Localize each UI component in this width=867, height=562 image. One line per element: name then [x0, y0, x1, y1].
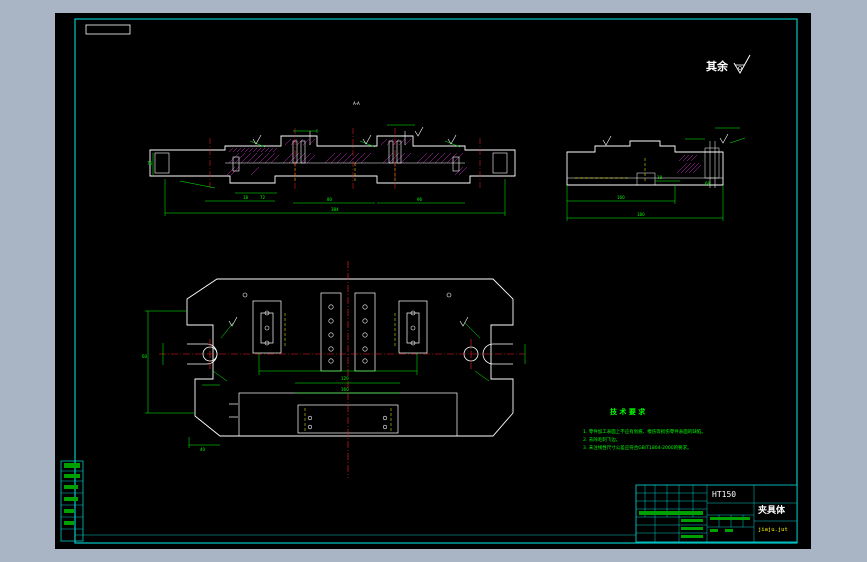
- side-roughness-symbols: [602, 133, 729, 146]
- plan-dim-4: 40: [200, 447, 206, 452]
- plan-centerlines: [159, 261, 525, 478]
- plan-holes: [242, 292, 452, 430]
- tech-req-item-1: 1. 零件加工表面上不应有划痕、擦伤等损伤零件表面的缺陷。: [583, 428, 706, 435]
- plan-recess: [229, 392, 458, 437]
- tech-req-item-2: 2. 去除毛刺飞边。: [583, 436, 620, 443]
- surface-note-text: 其余: [706, 59, 729, 73]
- title-block: HT150 夹具体 jiaju.jut: [635, 484, 798, 543]
- title-block-fill-marks: [639, 511, 750, 538]
- plan-dim-3: 60: [142, 354, 148, 359]
- section-label: A-A: [353, 101, 360, 106]
- dim-mid-b: 96: [417, 197, 423, 202]
- side-dim-inner-width: 160: [617, 195, 625, 200]
- dim-side-height: 76: [147, 161, 153, 166]
- side-dimension-lines: [566, 127, 746, 221]
- dim-small-left: 72: [260, 195, 266, 200]
- plan-dimension-lines: [145, 310, 526, 448]
- side-dim-height: 68: [705, 181, 711, 186]
- plan-outline: [186, 278, 514, 437]
- section-dimension-texts: 384 72 80 96 76 18: [147, 161, 423, 212]
- side-view: 180 160 18 68: [566, 127, 746, 221]
- title-block-grid: [636, 485, 797, 542]
- plan-pads: [252, 292, 428, 372]
- dim-overall-length: 384: [331, 207, 339, 212]
- section-hidden-lines: [294, 163, 396, 181]
- section-details: [154, 131, 508, 174]
- section-outline: [149, 135, 516, 184]
- surface-finish-note: 其余: [706, 54, 751, 74]
- side-hidden-lines: [575, 158, 646, 183]
- plan-roughness-symbols: [228, 316, 469, 327]
- technical-requirements: 技 术 要 求 1. 零件加工表面上不应有划痕、擦伤等损伤零件表面的缺陷。 2.…: [583, 407, 706, 451]
- left-stamp-block: [60, 460, 84, 542]
- title-material: HT150: [712, 490, 736, 499]
- section-centerlines: [209, 128, 481, 189]
- side-dim-step: 18: [657, 175, 663, 180]
- section-hatch: [226, 138, 468, 176]
- cad-drawing: 其余 A-A: [60, 18, 798, 544]
- drawing-frame: [74, 18, 798, 544]
- dim-side-bottom: 18: [243, 195, 249, 200]
- drawing-sheet: 其余 A-A: [55, 13, 811, 549]
- plan-hidden-lines: [284, 313, 396, 431]
- tech-req-title: 技 术 要 求: [610, 407, 646, 416]
- side-hatch: [676, 154, 702, 174]
- plan-dim-2: 160: [341, 387, 349, 392]
- side-dim-outer-width: 180: [637, 212, 645, 217]
- section-view-a-a: A-A: [147, 101, 516, 216]
- dim-mid-a: 80: [327, 197, 333, 202]
- plan-dim-1: 120: [341, 376, 349, 381]
- tech-req-item-3: 3. 未注线性尺寸公差应符合GB/T1804-2000的要求。: [583, 444, 692, 451]
- title-drawing-code: jiaju.jut: [758, 527, 788, 533]
- section-dimension-lines: [152, 124, 506, 216]
- plan-dimension-texts: 120 160 60 40: [142, 354, 349, 452]
- title-part-name: 夹具体: [758, 504, 786, 516]
- side-dimension-texts: 180 160 18 68: [617, 175, 711, 217]
- section-roughness-symbols: [252, 126, 457, 145]
- plan-view: 120 160 60 40: [142, 261, 526, 478]
